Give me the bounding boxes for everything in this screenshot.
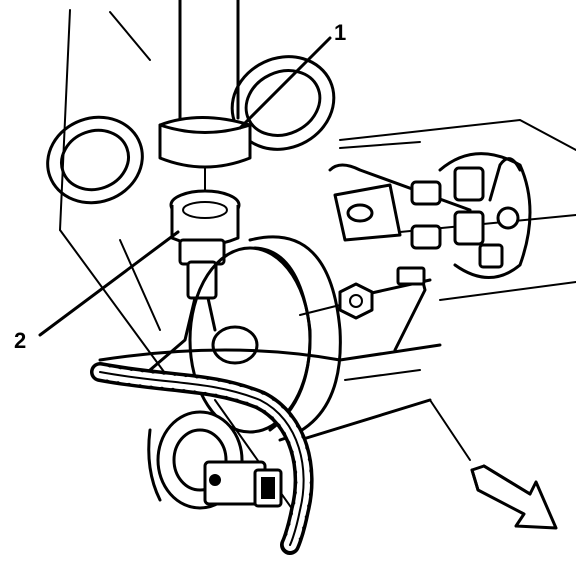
filter-adapter-tube (158, 0, 252, 196)
wiring-harness (90, 348, 342, 555)
front-direction-arrow-icon (470, 464, 558, 530)
callout-1-label: 1 (334, 20, 347, 45)
solenoid-terminals (328, 152, 532, 279)
starter-motor (188, 235, 442, 442)
callout-leaders (38, 36, 332, 337)
lower-connector (147, 410, 283, 510)
mounting-nut-bracket (299, 266, 427, 352)
callout-2-label: 2 (14, 328, 27, 353)
